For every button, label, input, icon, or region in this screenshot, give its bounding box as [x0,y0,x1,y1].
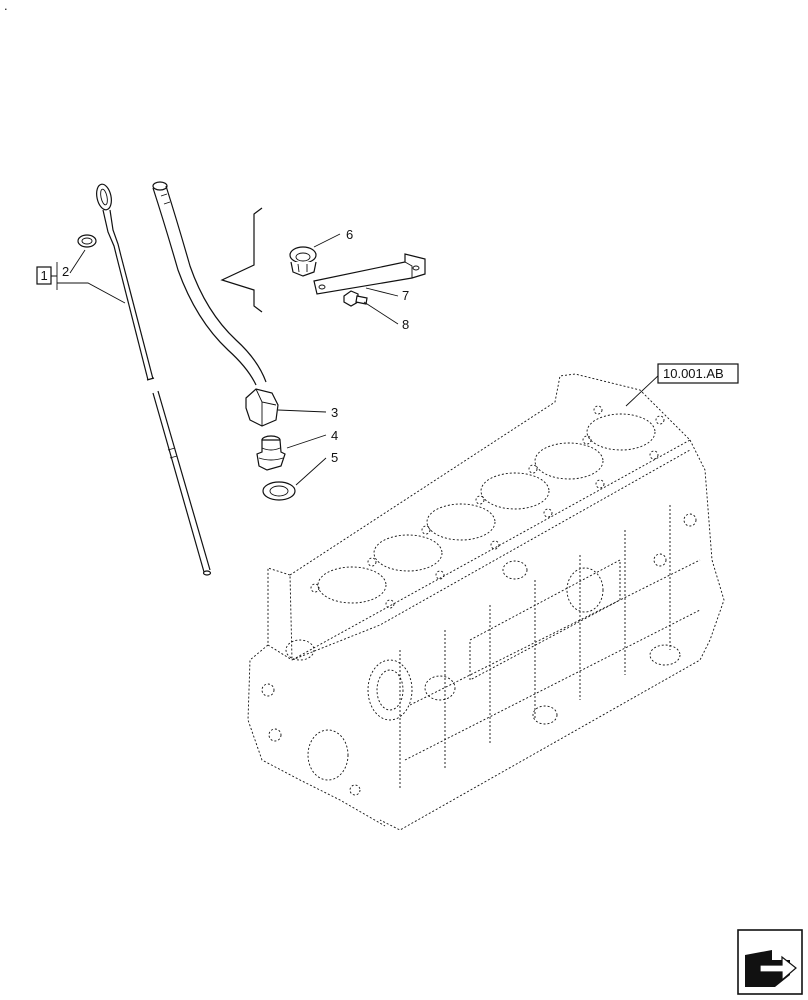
dipstick-tube [152,181,279,427]
callout-5[interactable]: 5 [331,450,338,465]
reference-label: 10.001.AB [663,366,724,381]
engine-block [247,373,725,831]
callout-8-label: 8 [402,317,409,332]
callout-1-label: 1 [41,268,48,283]
head-bolt-holes [310,405,665,609]
o-ring-seal [77,234,97,248]
callout-2-label: 2 [62,264,69,279]
callout-7-label: 7 [402,288,409,303]
callout-5-label: 5 [331,450,338,465]
callout-1[interactable]: 1 [36,262,58,290]
block-ribs [399,505,701,790]
next-page-arrow-icon[interactable] [737,929,803,995]
sealing-washer [262,481,296,501]
reference-link[interactable]: 10.001.AB [657,363,739,384]
group-bracket [220,207,263,313]
callout-6[interactable]: 6 [346,227,353,242]
dipstick [96,183,212,576]
callout-8[interactable]: 8 [402,317,409,332]
callout-7[interactable]: 7 [402,288,409,303]
leader-lines [57,233,661,486]
support-bracket [313,253,426,295]
callout-3-label: 3 [331,405,338,420]
callout-4[interactable]: 4 [331,428,338,443]
corner-mark: . [4,0,8,13]
tube-clip [289,246,317,277]
cylinder-bores [317,413,656,604]
callout-3[interactable]: 3 [331,405,338,420]
end-face-features [261,513,697,796]
callout-6-label: 6 [346,227,353,242]
union-fitting [256,435,286,471]
callout-2[interactable]: 2 [62,264,69,279]
callout-4-label: 4 [331,428,338,443]
bolt [343,290,368,307]
